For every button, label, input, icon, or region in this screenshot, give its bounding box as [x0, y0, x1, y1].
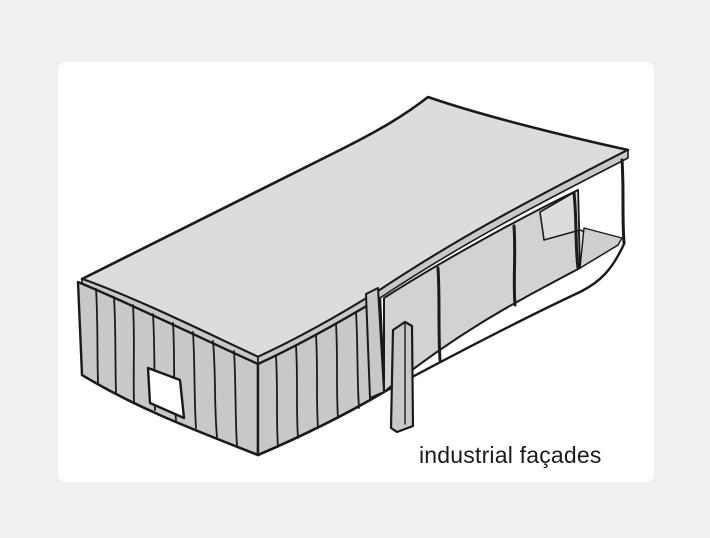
- glass-base: [382, 242, 626, 394]
- wall-base-right: [256, 390, 386, 457]
- caption: industrial façades: [419, 442, 602, 468]
- cladding-seams-right: [275, 311, 360, 448]
- glass-mullions: [436, 158, 626, 362]
- sign-pylon: [389, 320, 415, 434]
- wall-base-left: [80, 373, 260, 457]
- open-bay-floor: [579, 227, 623, 269]
- cladding-seams-left: [95, 288, 238, 447]
- door-opening: [146, 366, 186, 420]
